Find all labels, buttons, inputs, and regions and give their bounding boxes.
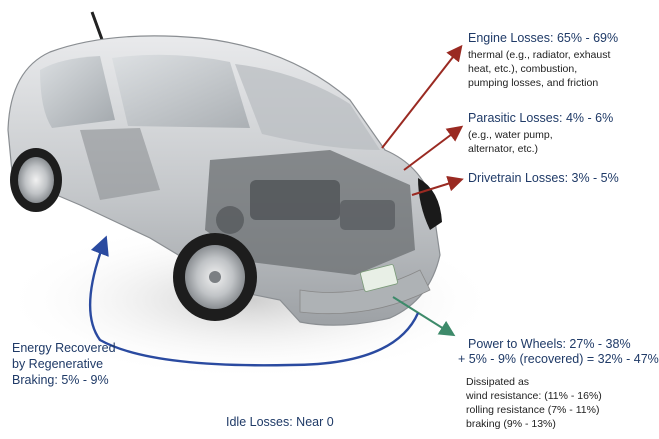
regen-title-3: Braking: 5% - 9%: [12, 373, 109, 387]
engine-losses-desc-1: thermal (e.g., radiator, exhaust: [468, 49, 611, 61]
regen-loop-arrow: [88, 235, 420, 367]
side-window: [112, 54, 250, 128]
regen-title-1: Energy Recovered: [12, 341, 116, 355]
drivetrain-losses-title: Drivetrain Losses: 3% - 5%: [468, 171, 619, 185]
power-desc-1: Dissipated as: [466, 376, 530, 388]
power-desc-3: rolling resistance (7% - 11%): [466, 404, 600, 416]
engine-losses-desc-3: pumping losses, and friction: [468, 77, 599, 89]
power-to-wheels-title-1: Power to Wheels: 27% - 38%: [468, 337, 631, 351]
power-to-wheels-arrow: [392, 296, 456, 337]
regen-title-2: by Regenerative: [12, 357, 104, 371]
drivetrain-losses-label: Drivetrain Losses: 3% - 5%: [468, 171, 619, 186]
rear-window: [40, 56, 115, 128]
engine-detail-3: [216, 206, 244, 234]
drivetrain-loss-arrow: [411, 175, 464, 196]
front-wheel-hub: [209, 271, 221, 283]
power-to-wheels-title-2: + 5% - 9% (recovered) = 32% - 47%: [458, 352, 659, 366]
interior-seats: [80, 128, 160, 200]
engine-losses-desc-2: heat, etc.), combustion,: [468, 63, 578, 75]
power-desc-4: braking (9% - 13%): [466, 418, 556, 430]
license-plate: [360, 264, 398, 292]
parasitic-losses-label: Parasitic Losses: 4% - 6% (e.g., water p…: [468, 111, 613, 156]
idle-losses-title: Idle Losses: Near 0: [226, 415, 334, 429]
power-to-wheels-label: Power to Wheels: 27% - 38% + 5% - 9% (re…: [458, 337, 659, 431]
windshield: [235, 64, 380, 150]
engine-detail-1: [250, 180, 340, 220]
regenerative-braking-label: Energy Recovered by Regenerative Braking…: [12, 340, 116, 388]
engine-detail-2: [340, 200, 395, 230]
idle-losses-label: Idle Losses: Near 0: [226, 415, 334, 430]
parasitic-losses-title: Parasitic Losses: 4% - 6%: [468, 111, 614, 125]
engine-losses-title: Engine Losses: 65% - 69%: [468, 31, 619, 45]
parasitic-loss-arrow: [403, 125, 464, 171]
engine-losses-label: Engine Losses: 65% - 69% thermal (e.g., …: [468, 31, 618, 90]
engine-loss-arrow: [381, 44, 463, 149]
rear-wheel-rim: [18, 157, 54, 203]
parasitic-losses-desc-2: alternator, etc.): [468, 143, 539, 155]
parasitic-losses-desc-1: (e.g., water pump,: [468, 129, 553, 141]
power-desc-2: wind resistance: (11% - 16%): [466, 390, 602, 402]
